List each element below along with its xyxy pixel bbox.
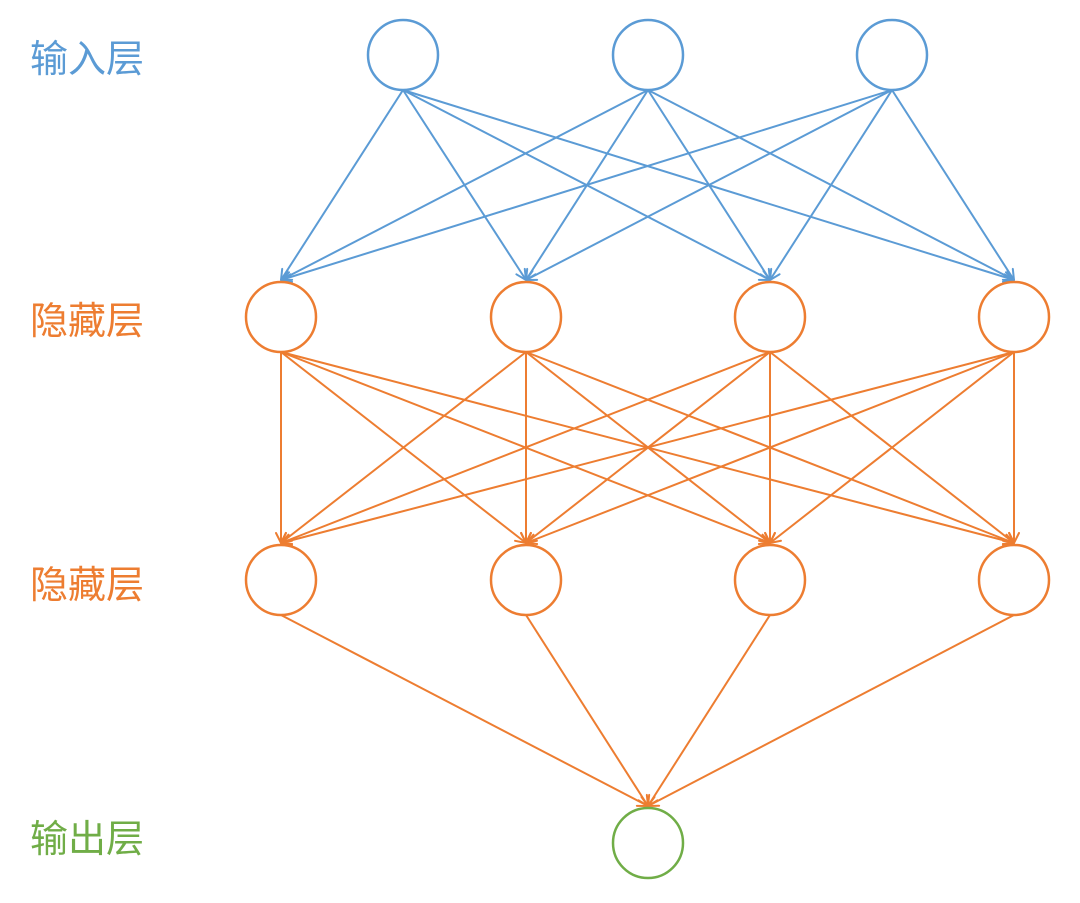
edge-hidden-2-4-to-output-1 (647, 614, 1015, 807)
edge-input-1-to-hidden-1-1 (280, 89, 404, 281)
hidden-1-node-1 (244, 280, 318, 354)
input-node-1 (366, 18, 440, 92)
edge-input-3-to-hidden-1-4 (891, 89, 1015, 281)
hidden-2-node-3 (733, 543, 807, 617)
neuron-nodes (244, 18, 1051, 880)
hidden-1-node-3 (733, 280, 807, 354)
input-node-2 (611, 18, 685, 92)
edge-hidden-1-4-to-hidden-2-1 (280, 351, 1015, 547)
input-node-3 (855, 18, 929, 92)
edge-input-2-to-hidden-1-1 (280, 89, 649, 281)
output-node-1 (611, 806, 685, 880)
edge-input-3-to-hidden-1-1 (280, 89, 893, 283)
connection-edges (275, 89, 1020, 807)
edge-hidden-1-4-to-hidden-2-2 (525, 351, 1015, 546)
edge-input-3-to-hidden-1-2 (525, 89, 893, 281)
edge-hidden-1-3-to-hidden-2-1 (280, 351, 771, 546)
hidden-layer-1-label: 隐藏层 (30, 299, 145, 343)
output-layer-label: 输出层 (30, 817, 145, 861)
hidden-1-node-2 (489, 280, 563, 354)
input-layer-label: 输入层 (30, 37, 145, 81)
hidden-layer-2-label: 隐藏层 (30, 563, 145, 607)
edge-hidden-2-2-to-output-1 (525, 614, 649, 807)
hidden-2-node-4 (977, 543, 1051, 617)
hidden-2-node-2 (489, 543, 563, 617)
edge-hidden-2-1-to-output-1 (280, 614, 649, 807)
hidden-2-node-1 (244, 543, 318, 617)
edge-hidden-1-2-to-hidden-2-1 (280, 351, 527, 544)
edge-hidden-2-3-to-output-1 (647, 614, 771, 807)
edge-input-3-to-hidden-1-3 (769, 89, 893, 281)
hidden-1-node-4 (977, 280, 1051, 354)
edge-hidden-1-4-to-hidden-2-3 (769, 351, 1015, 544)
